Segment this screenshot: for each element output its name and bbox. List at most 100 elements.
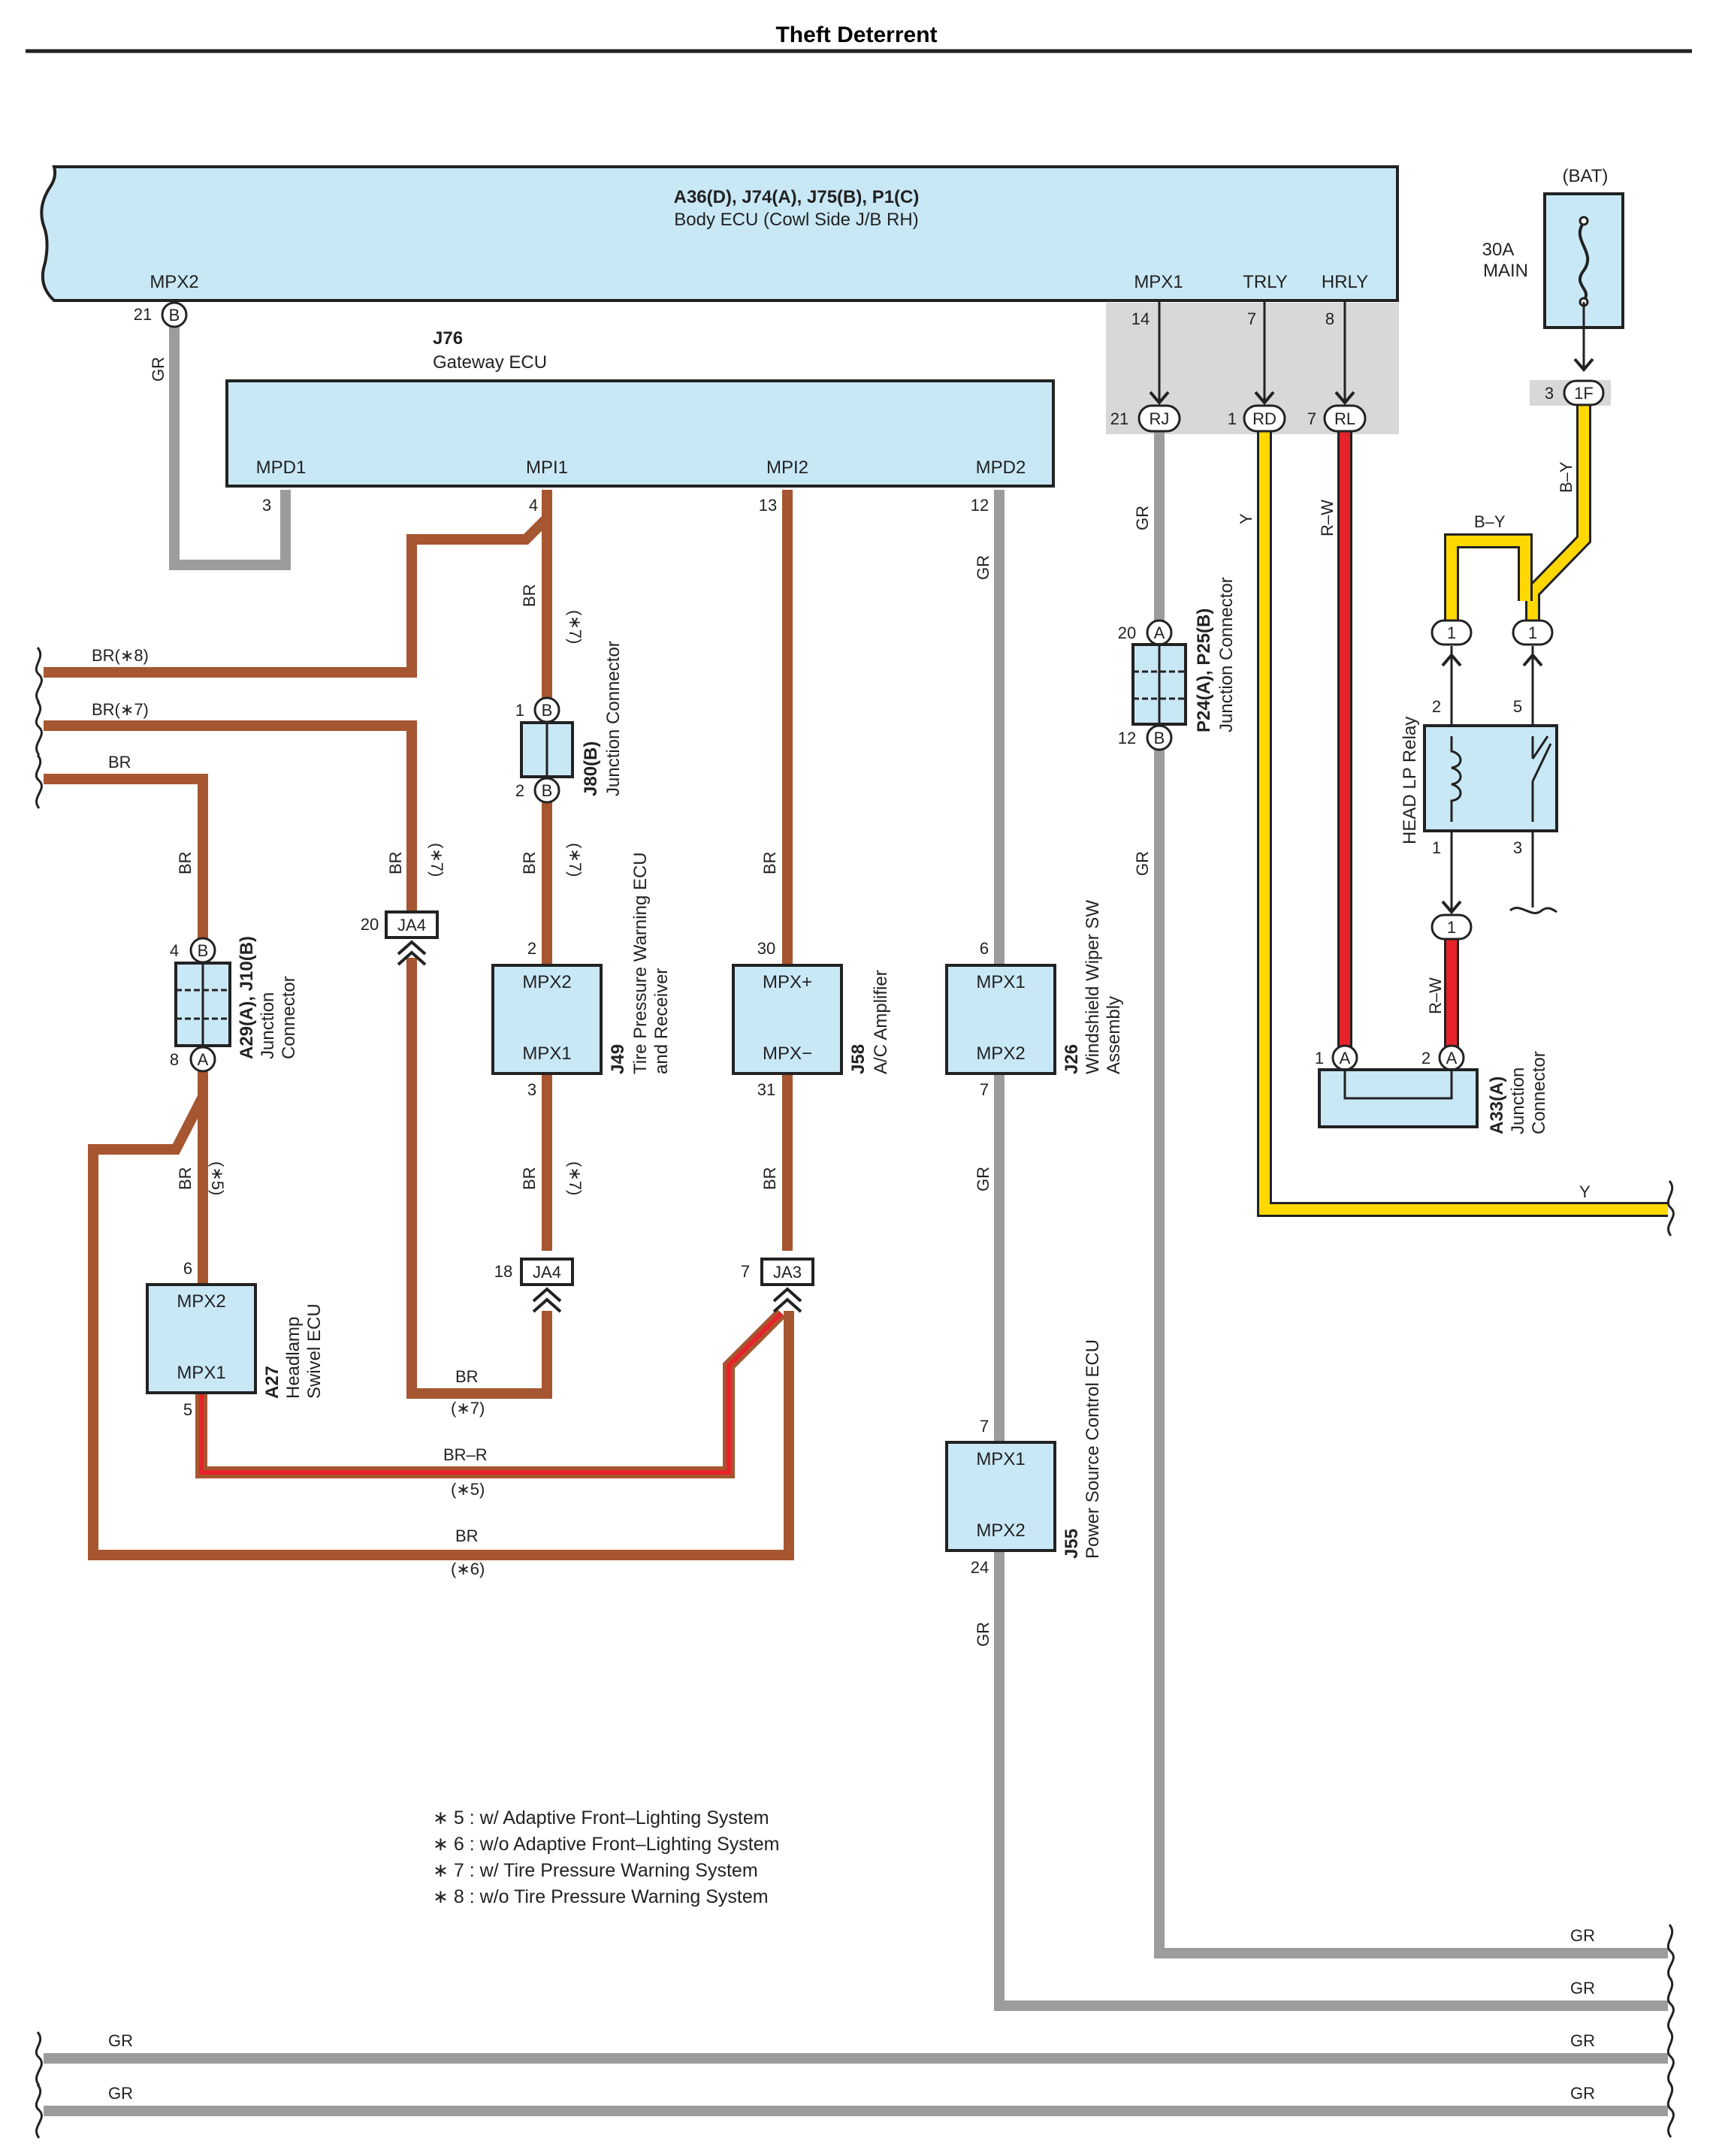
gateway-ecu-box bbox=[225, 379, 1055, 488]
wl-s6-bottom: (∗6) bbox=[451, 1560, 485, 1578]
legend-item-6: ∗ 6 : w/o Adaptive Front–Lighting System bbox=[433, 1834, 779, 1855]
a33-connector-a-left-label: A bbox=[1340, 1049, 1351, 1067]
wire-br7 bbox=[44, 720, 417, 913]
body-ecu-hrly: HRLY bbox=[1322, 272, 1368, 292]
pin-13-mpi2: 13 bbox=[759, 496, 777, 515]
wl-br8: BR(∗8) bbox=[92, 646, 149, 665]
wl-by-fuse: B–Y bbox=[1557, 461, 1576, 493]
pin-31-j58: 31 bbox=[757, 1080, 775, 1099]
j49-id: J49 bbox=[608, 1044, 628, 1074]
legend-item-8: ∗ 8 : w/o Tire Pressure Warning System bbox=[433, 1886, 769, 1907]
wl-s7-j49: (∗7) bbox=[566, 1161, 585, 1195]
wl-gr-left-1: GR bbox=[108, 2031, 133, 2050]
wl-s5-brr: (∗5) bbox=[451, 1480, 485, 1499]
a33-bus bbox=[1343, 1070, 1453, 1100]
gateway-mpi2: MPI2 bbox=[766, 457, 808, 478]
j80-name: Junction Connector bbox=[603, 641, 624, 796]
relay-ground-tilde bbox=[1509, 907, 1557, 914]
body-connector-b-label: B bbox=[169, 306, 180, 325]
gateway-mpd1: MPD1 bbox=[256, 457, 307, 478]
fuse-name: MAIN bbox=[1483, 261, 1528, 281]
fuse-rating: 30A bbox=[1482, 240, 1515, 260]
body-ecu-trly: TRLY bbox=[1243, 272, 1288, 292]
a27-name-b: Swivel ECU bbox=[304, 1303, 325, 1399]
ja4-upper bbox=[385, 910, 439, 939]
ja3-label: JA3 bbox=[773, 1263, 802, 1282]
j55-box bbox=[945, 1441, 1056, 1552]
wl-gr-right-1: GR bbox=[1570, 1926, 1595, 1945]
j58-id: J58 bbox=[848, 1044, 869, 1074]
pin-7-trly: 7 bbox=[1247, 310, 1256, 328]
a27-t2: MPX1 bbox=[177, 1363, 225, 1383]
pin-12-mpd2: 12 bbox=[971, 496, 989, 515]
j55-t2: MPX2 bbox=[976, 1520, 1025, 1541]
pin-20-ja4: 20 bbox=[361, 915, 379, 934]
wl-s7-mpi1: (∗7) bbox=[566, 610, 585, 644]
wl-br-ja4u: BR bbox=[386, 851, 405, 874]
pin-1-rd: 1 bbox=[1228, 409, 1237, 428]
j49-t2: MPX1 bbox=[522, 1043, 571, 1064]
relay-pin-5: 5 bbox=[1513, 697, 1522, 716]
a29-connector-a bbox=[189, 1046, 216, 1073]
break-mark-right-5 bbox=[1666, 2082, 1675, 2138]
wl-s7-j80: (∗7) bbox=[566, 843, 585, 877]
body-ecu-mpx2: MPX2 bbox=[150, 272, 198, 292]
j49-t1: MPX2 bbox=[522, 972, 571, 992]
pin-24-j55: 24 bbox=[971, 1558, 989, 1577]
j58-box bbox=[732, 964, 843, 1075]
j80-id: J80(B) bbox=[581, 741, 601, 796]
break-mark-left-5 bbox=[35, 2084, 43, 2139]
wl-br-bottom: BR bbox=[455, 1526, 479, 1545]
wire-br7-loop bbox=[406, 958, 552, 1399]
a27-t1: MPX2 bbox=[177, 1291, 225, 1312]
j49-name-b: and Receiver bbox=[651, 968, 672, 1074]
relay-connector-top-right-label: 1 bbox=[1528, 624, 1537, 642]
a27-name-a: Headlamp bbox=[283, 1317, 304, 1399]
pin-7-j26: 7 bbox=[980, 1080, 989, 1099]
j80-connector-b-bottom-label: B bbox=[542, 781, 553, 800]
j26-t2: MPX2 bbox=[976, 1043, 1025, 1064]
legend-item-5: ∗ 5 : w/ Adaptive Front–Lighting System bbox=[433, 1807, 769, 1828]
relay-connector-bottom-label: 1 bbox=[1447, 918, 1456, 937]
pin-3-1f: 3 bbox=[1545, 384, 1554, 403]
j80-connector-b-bottom bbox=[533, 777, 560, 804]
wl-y-rd: Y bbox=[1237, 513, 1255, 524]
pin-21-rj: 21 bbox=[1110, 409, 1128, 428]
wl-br-a27: BR bbox=[176, 1167, 195, 1190]
connector-rj bbox=[1137, 404, 1181, 433]
wl-gr-right-3: GR bbox=[1570, 2031, 1595, 2050]
j26-t1: MPX1 bbox=[976, 972, 1025, 992]
relay-name: HEAD LP Relay bbox=[1400, 717, 1420, 844]
wl-br-mpi1: BR bbox=[520, 584, 539, 607]
j49-name-a: Tire Pressure Warning ECU bbox=[630, 852, 651, 1074]
wl-br-a29: BR bbox=[176, 851, 195, 874]
break-mark-right-4 bbox=[1666, 2029, 1675, 2085]
wire-by bbox=[1527, 406, 1589, 631]
p24-connector-b bbox=[1146, 724, 1173, 751]
j26-box bbox=[945, 964, 1056, 1075]
body-ecu-box bbox=[40, 165, 1399, 302]
connector-rd-label: RD bbox=[1252, 409, 1276, 428]
pin-6-j26: 6 bbox=[980, 939, 989, 958]
ja4-lower bbox=[520, 1258, 574, 1286]
fuse-icon bbox=[1578, 221, 1590, 302]
wl-br-j49: BR bbox=[520, 1167, 539, 1190]
pin-8-a29: 8 bbox=[170, 1050, 179, 1069]
wl-br-mpi2: BR bbox=[760, 851, 779, 874]
wire-by2 bbox=[1446, 536, 1530, 631]
relay-connector-top-left bbox=[1431, 619, 1473, 646]
wire-br8 bbox=[44, 490, 552, 678]
relay-switch-icon bbox=[1531, 735, 1549, 822]
body-ecu-name: Body ECU (Cowl Side J/B RH) bbox=[674, 210, 918, 230]
p24-id: P24(A), P25(B) bbox=[1194, 608, 1214, 732]
ja3-chevron bbox=[772, 1287, 802, 1313]
wl-gr-right-2: GR bbox=[1570, 1979, 1595, 1997]
body-ecu-mpx1: MPX1 bbox=[1134, 272, 1183, 292]
relay-coil-icon bbox=[1450, 736, 1462, 822]
pin-6-a27: 6 bbox=[183, 1259, 192, 1278]
relay-pin-2: 2 bbox=[1432, 697, 1441, 716]
wire-br6-loop bbox=[88, 1094, 794, 1560]
p24-connector-b-label: B bbox=[1154, 729, 1165, 747]
relay-switch-contact bbox=[1531, 743, 1552, 782]
a33-id: A33(A) bbox=[1487, 1076, 1507, 1134]
